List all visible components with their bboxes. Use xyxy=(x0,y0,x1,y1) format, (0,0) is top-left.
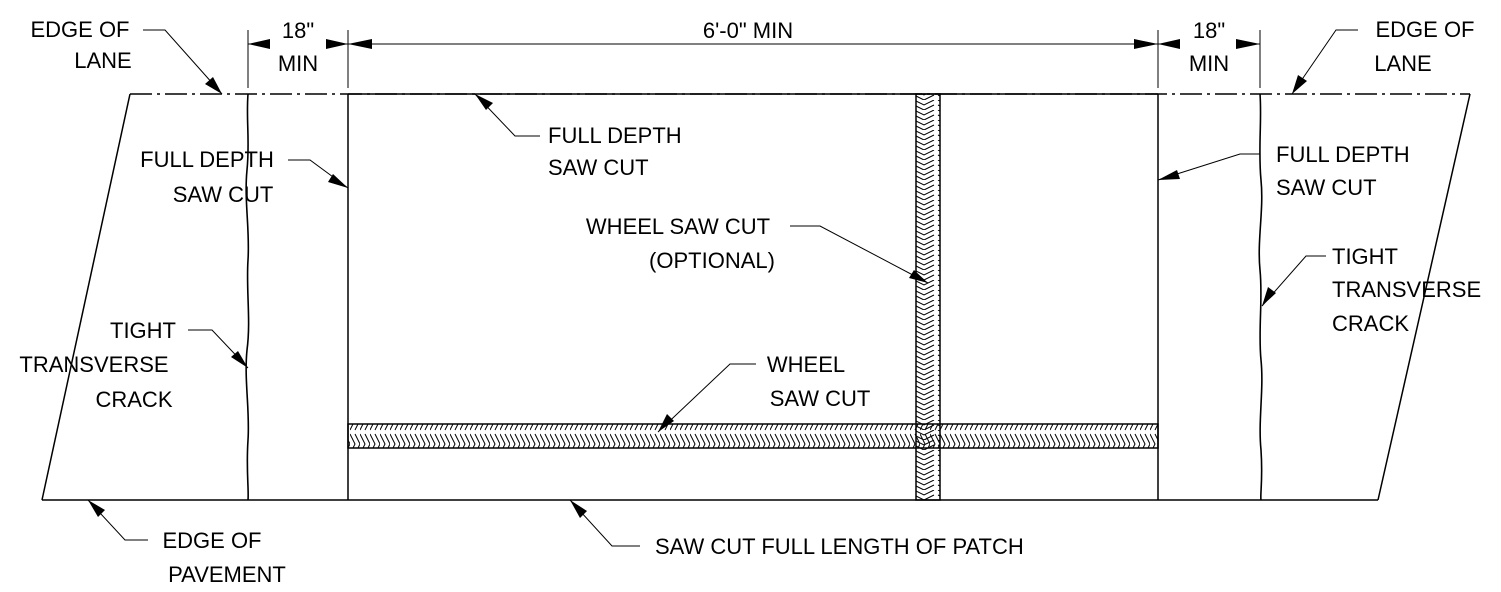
full-depth-right-line2: SAW CUT xyxy=(1276,175,1377,200)
tight-crack-right-line2: TRANSVERSE xyxy=(1332,277,1481,302)
wheel-saw-cut-optional-line1: WHEEL SAW CUT xyxy=(586,214,770,239)
wheel-saw-cut-vertical-optional xyxy=(915,93,941,501)
full-depth-top-line2: SAW CUT xyxy=(548,155,649,180)
dim-right-min: MIN xyxy=(1189,51,1229,76)
tight-crack-right-line1: TIGHT xyxy=(1332,244,1398,269)
saw-cut-full-length-label: SAW CUT FULL LENGTH OF PATCH xyxy=(655,534,1024,559)
wheel-saw-cut-optional-line2: (OPTIONAL) xyxy=(649,248,775,273)
full-depth-left-line2: SAW CUT xyxy=(173,182,274,207)
transverse-crack-left xyxy=(245,93,250,501)
edge-of-lane-right-line1: EDGE OF xyxy=(1375,17,1474,42)
pavement-right-edge xyxy=(1377,93,1471,501)
tight-crack-left-line1: TIGHT xyxy=(110,318,176,343)
dim-left-value: 18" xyxy=(282,18,314,43)
tight-crack-right-line3: CRACK xyxy=(1332,311,1409,336)
edge-of-pavement-line2: PAVEMENT xyxy=(168,562,286,587)
dim-left-min: MIN xyxy=(278,51,318,76)
transverse-crack-right xyxy=(1258,93,1263,501)
pavement-left-edge xyxy=(41,93,131,501)
full-depth-top-line1: FULL DEPTH xyxy=(548,123,682,148)
tight-crack-left-line2: TRANSVERSE xyxy=(19,352,168,377)
wheel-saw-cut-horizontal xyxy=(347,423,1159,449)
edge-of-lane-left-line1: EDGE OF xyxy=(30,17,129,42)
edge-of-pavement-line1: EDGE OF xyxy=(162,528,261,553)
tight-crack-left-line3: CRACK xyxy=(95,387,172,412)
leader-lines xyxy=(87,29,1358,547)
full-depth-left-line1: FULL DEPTH xyxy=(140,147,274,172)
wheel-saw-cut-line2: SAW CUT xyxy=(770,386,871,411)
wheel-saw-cut-line1: WHEEL xyxy=(767,352,845,377)
dim-right-value: 18" xyxy=(1193,18,1225,43)
dim-center-label: 6'-0" MIN xyxy=(703,18,793,43)
edge-of-lane-left-line2: LANE xyxy=(74,48,131,73)
edge-of-lane-right-line2: LANE xyxy=(1374,51,1431,76)
full-depth-right-line1: FULL DEPTH xyxy=(1276,142,1410,167)
dimension-lines xyxy=(247,30,1261,88)
